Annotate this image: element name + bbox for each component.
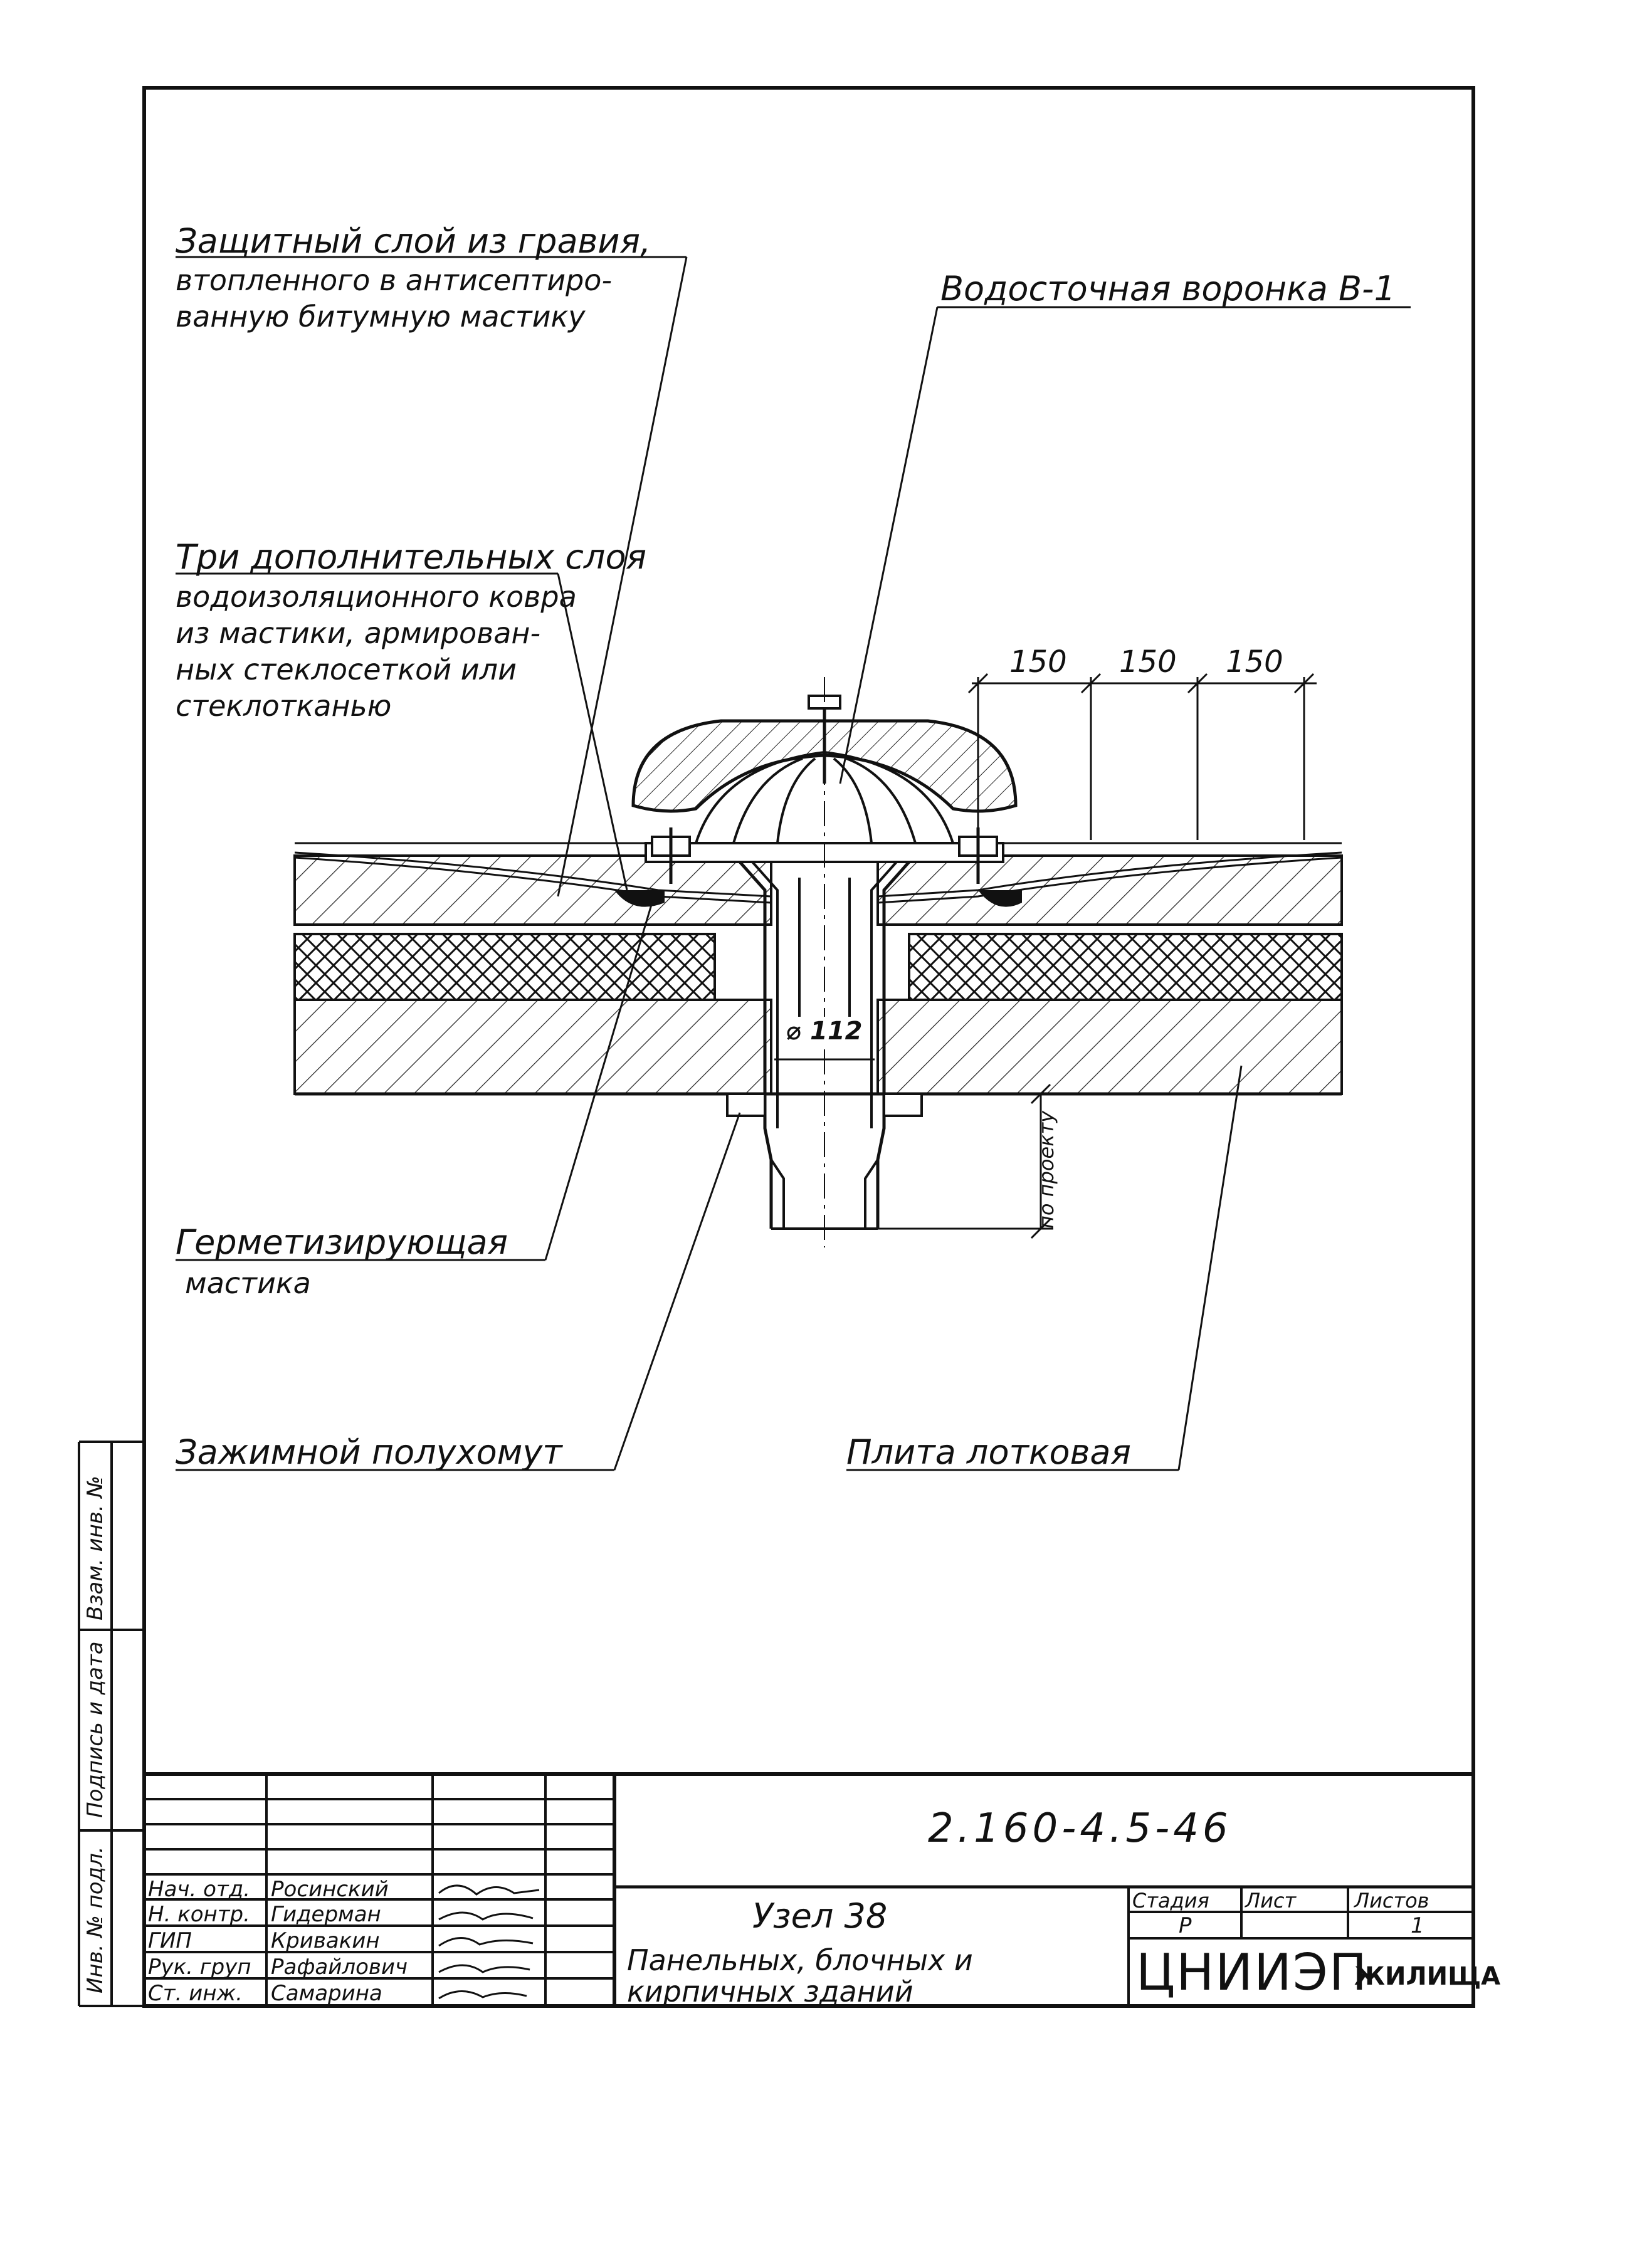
label-layers-line-5: стеклотканью	[176, 689, 392, 723]
sheet-header: Лист	[1245, 1889, 1297, 1913]
stage-value: Р	[1179, 1913, 1192, 1938]
role-3: Рук. груп	[148, 1955, 251, 1980]
label-layers-line-4: ных стеклосеткой или	[176, 653, 517, 686]
label-gravel-line-3: ванную битумную мастику	[176, 300, 586, 333]
leader-lines	[176, 256, 1411, 1471]
label-sealant-line-2: мастика	[185, 1266, 311, 1300]
dimension-by-project: по проекту	[1034, 1110, 1058, 1229]
sheets-header: Листов	[1354, 1889, 1429, 1913]
dimension-150-b: 150	[1119, 644, 1177, 680]
name-0: Росинский	[271, 1877, 389, 1902]
side-stamp	[78, 1441, 144, 2007]
stamp-inventory-original: Инв. № подл.	[83, 1846, 108, 1993]
drain-funnel	[631, 677, 1018, 1247]
label-slab: Плита лотковая	[846, 1432, 1131, 1472]
label-funnel: Водосточная воронка В-1	[940, 269, 1396, 308]
dimension-diameter: ⌀ 112	[784, 1017, 865, 1046]
description-line-2: кирпичных зданий	[627, 1975, 913, 2008]
name-2: Кривакин	[271, 1928, 380, 1953]
label-sealant-line-1: Герметизирующая	[176, 1222, 508, 1262]
organization-suffix: ЖИЛИЩА	[1354, 1962, 1501, 1991]
label-layers-line-2: водоизоляционного ковра	[176, 580, 577, 614]
dimension-150-c: 150	[1226, 644, 1283, 680]
node-title: Узел 38	[752, 1896, 888, 1936]
role-2: ГИП	[148, 1928, 192, 1953]
document-code: 2.160-4.5-46	[928, 1805, 1232, 1852]
organization-name: ЦНИИЭП	[1136, 1943, 1368, 2002]
sheets-value: 1	[1411, 1913, 1424, 1938]
label-layers-line-3: из мастики, армирован-	[176, 616, 541, 650]
label-clamp: Зажимной полухомут	[176, 1432, 562, 1472]
role-1: Н. контр.	[148, 1902, 250, 1927]
roof-section	[293, 842, 1343, 1096]
dimension-150-a: 150	[1009, 644, 1067, 680]
title-block-grid	[144, 1772, 1473, 2006]
role-4: Ст. инж.	[148, 1981, 243, 2006]
name-4: Самарина	[271, 1981, 382, 2006]
label-layers-line-1: Три дополнительных слоя	[176, 537, 646, 577]
label-gravel-line-1: Защитный слой из гравия,	[176, 221, 651, 261]
stamp-signature-date: Подпись и дата	[83, 1641, 108, 1818]
name-1: Гидерман	[271, 1902, 381, 1927]
dimension-lines	[878, 673, 1317, 1239]
stage-header: Стадия	[1132, 1889, 1209, 1913]
sheet-frame	[142, 86, 1475, 2008]
description-line-1: Панельных, блочных и	[627, 1943, 973, 1977]
name-3: Рафайлович	[271, 1955, 408, 1980]
label-gravel-line-2: втопленного в антисептиро-	[176, 263, 613, 297]
role-0: Нач. отд.	[148, 1877, 251, 1902]
signatures	[438, 1884, 540, 2000]
stamp-inventory-replacement: Взам. инв. №	[83, 1476, 108, 1620]
